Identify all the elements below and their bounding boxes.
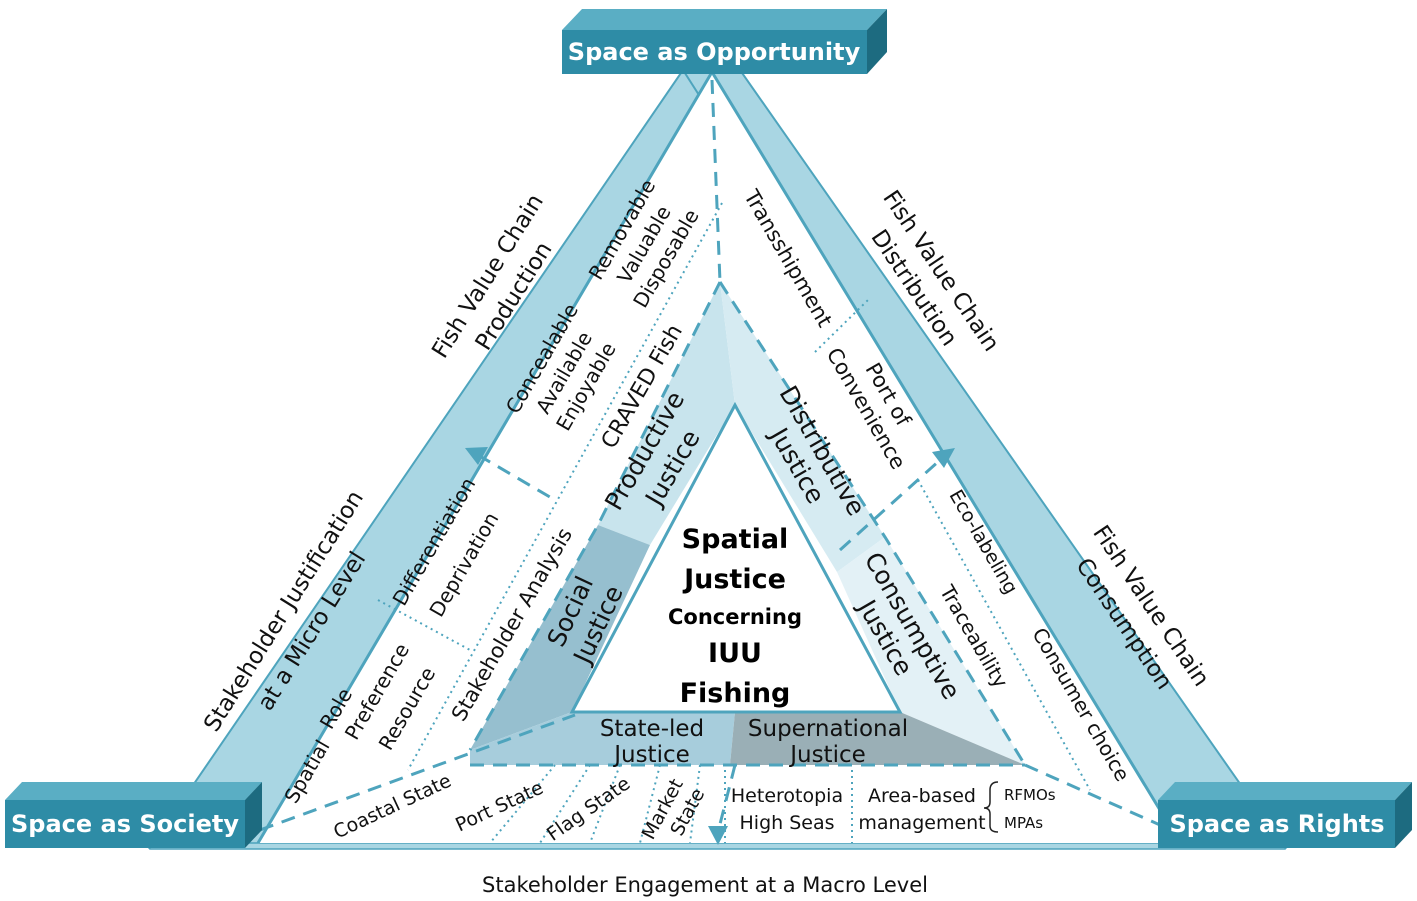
opportunity-box: Space as Opportunity [562,9,887,74]
productive-segment [598,282,735,545]
area-based-line2: management [858,812,985,834]
center-line4: IUU [708,638,762,669]
dotted-lines [377,202,1091,844]
social-segment [470,525,650,750]
heterotopia-line2: High Seas [740,812,835,834]
corner-right-label: Space as Rights [1169,810,1384,838]
rfmos-label: RFMOs [1004,786,1056,804]
state-led-segment [470,712,735,765]
supernational-line1: Supernational [748,716,908,742]
consumptive-segment [837,537,1025,765]
center-line3: Concerning [668,605,802,629]
supernational-line2: Justice [788,742,866,768]
state-led-line2: Justice [612,742,690,768]
rights-box: Space as Rights [1158,782,1412,848]
heterotopia-line1: Heterotopia [731,785,843,807]
supernational-segment [730,712,1025,765]
dashed-lines [259,79,1161,833]
center-line1: Spatial [682,524,789,555]
center-line5: Fishing [680,678,791,709]
corner-left-label: Space as Society [11,810,239,838]
society-box: Space as Society [5,782,262,848]
center-title: Spatial Justice Concerning IUU Fishing [668,524,802,709]
distributive-segment [720,282,885,572]
center-line2: Justice [682,564,786,595]
arrow-heads [465,447,955,845]
bottom-caption: Stakeholder Engagement at a Macro Level [482,873,928,897]
area-based-line1: Area-based [868,785,976,807]
center-triangle [569,401,903,714]
state-led-line1: State-led [600,716,704,742]
mpas-label: MPAs [1004,814,1043,832]
corner-top-label: Space as Opportunity [568,38,861,66]
rfmo-bracket [983,781,999,833]
